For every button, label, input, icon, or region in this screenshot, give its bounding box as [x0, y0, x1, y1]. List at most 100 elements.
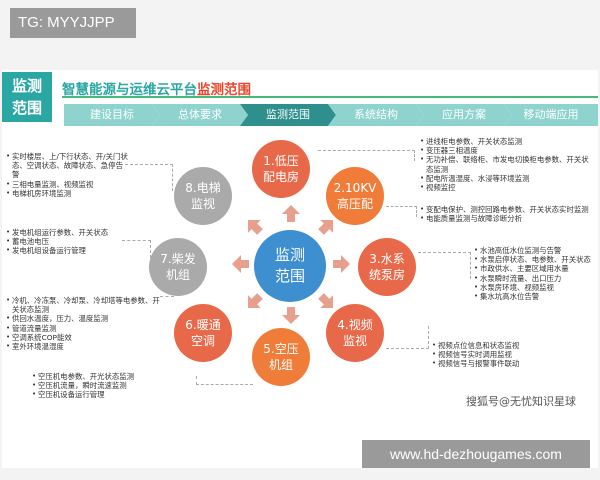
node-low-voltage: 1.低压 配电房 [252, 140, 310, 198]
list-hvac: 冷机、冷冻泵、冷却泵、冷却塔等电参数、开关状态监测供回水温度，压力、温度监测管道… [6, 296, 166, 351]
connector-hvac [160, 296, 174, 331]
list-item: 空调系统COP能效 [6, 333, 166, 342]
arrow-down-icon [282, 307, 300, 324]
arrow-up-left-icon [247, 219, 263, 235]
arrow-down-right-icon [318, 293, 334, 309]
list-water: 水池高低水位监测与告警水泵启停状态、电参数、开关状态市政供水、主要区域用水量水泵… [474, 246, 594, 301]
tab-mobile-app[interactable]: 移动端应用 [504, 104, 598, 126]
list-diesel: 发电机组运行参数、开关状态蓄电池电压发电机组设备运行管理 [6, 228, 126, 256]
section-badge: 监测 范围 [2, 72, 52, 122]
list-item: 视频点位信息和状态监视 [432, 341, 592, 350]
tab-overall-requirements[interactable]: 总体要求 [152, 104, 248, 126]
arrow-down-left-icon [247, 293, 263, 309]
node-label: 5.空压 机组 [263, 342, 299, 372]
list-item: 空压机电参数、开光状态监测 [32, 372, 202, 381]
list-item: 变压器三相温度 [420, 146, 590, 155]
list-item: 实时楼层、上/下行状态、开/关门状态、空调状态、故障状态、急停告警 [6, 152, 130, 180]
arrow-up-icon [282, 205, 300, 222]
tab-build-goal[interactable]: 建设目标 [64, 104, 160, 126]
node-elevator: 8.电梯 监视 [174, 167, 232, 225]
list-item: 无功补偿、联络柜、市发电切换柜电参数、开关状态监测 [420, 155, 590, 173]
list-item: 视频信号与报警事件联动 [432, 359, 592, 368]
list-item: 水泵瞬时流量、出口压力 [474, 274, 594, 283]
node-label: 7.柴发 机组 [160, 252, 196, 282]
list-item: 电梯机房环境监测 [6, 189, 130, 198]
list-item: 水泵房环境、视频监视 [474, 283, 594, 292]
node-label: 6.暖通 空调 [185, 318, 221, 348]
tab-label: 系统结构 [354, 108, 398, 121]
connector-low-voltage [318, 150, 415, 161]
node-air-compressor: 5.空压 机组 [252, 328, 310, 386]
list-item: 管道流量监测 [6, 324, 166, 333]
node-hvac: 6.暖通 空调 [174, 304, 232, 362]
node-label: 1.低压 配电房 [262, 154, 299, 184]
tab-label: 应用方案 [442, 108, 486, 121]
list-item: 空压机流量，瞬时流速监测 [32, 381, 202, 390]
tab-shape [504, 104, 598, 126]
list-item: 视频信号实时调用监视 [432, 350, 592, 359]
tab-monitoring-scope[interactable]: 监测范围 [240, 104, 336, 126]
list-item: 进线柜电参数、开关状态监测 [420, 137, 590, 146]
tab-shape [240, 104, 336, 126]
tab-shape [152, 104, 248, 126]
list-video: 视频点位信息和状态监视视频信号实时调用监视视频信号与报警事件联动 [432, 341, 592, 369]
footer-url: www.hd-dezhougames.com [362, 440, 590, 468]
tab-label: 监测范围 [266, 108, 310, 121]
title-highlight: 监测范围 [197, 82, 251, 98]
list-item: 变配电保护、测控回路电参数、开关状态实时监测 [420, 205, 590, 214]
node-high-voltage: 2.10KV 高压配 [326, 167, 384, 225]
list-item: 室外环境温湿度 [6, 342, 166, 351]
tab-label: 移动端应用 [523, 108, 579, 121]
center-label: 监测 范围 [274, 246, 305, 285]
tab-label: 建设目标 [90, 108, 134, 121]
list-item: 集水坑高水位告警 [474, 292, 594, 301]
title-underline [62, 96, 598, 98]
connector-diesel [122, 240, 151, 263]
list-item: 发电机组设备运行管理 [6, 246, 126, 255]
title-main: 智慧能源与运维云平台 [62, 82, 197, 98]
watermark: 搜狐号@无忧知识星球 [466, 395, 576, 408]
badge-line1: 监测 [11, 77, 42, 95]
list-low-voltage: 进线柜电参数、开关状态监测变压器三相温度无功补偿、联络柜、市发电切换柜电参数、开… [420, 137, 590, 192]
list-item: 水泵启停状态、电参数、开关状态 [474, 255, 594, 264]
node-label: 2.10KV 高压配 [333, 181, 377, 211]
node-video: 4.视频 监视 [326, 304, 384, 362]
node-label: 3.水系 统泵房 [368, 252, 405, 282]
slide-title: 智慧能源与运维云平台监测范围 [62, 78, 251, 98]
arrow-left-icon [232, 255, 249, 273]
badge-line2: 范围 [11, 99, 42, 117]
node-label: 4.视频 监视 [337, 318, 373, 348]
connector-high-voltage [386, 206, 417, 217]
tab-system-structure[interactable]: 系统结构 [328, 104, 424, 126]
connector-air-compressor [196, 376, 253, 385]
list-item: 市政供水、主要区域用水量 [474, 264, 594, 273]
list-item: 发电机组运行参数、开关状态 [6, 228, 126, 237]
list-item: 电能质量监测与故障诊断分析 [420, 214, 590, 223]
tab-shape [416, 104, 512, 126]
connector-elevator [120, 164, 173, 191]
tg-tag: TG: MYYJJPP [10, 8, 136, 38]
arrow-up-right-icon [318, 219, 334, 235]
list-air-compressor: 空压机电参数、开光状态监测空压机流量，瞬时流速监测空压机设备运行管理 [32, 372, 202, 400]
node-label: 8.电梯 监视 [185, 181, 221, 211]
list-elevator: 实时楼层、上/下行状态、开/关门状态、空调状态、故障状态、急停告警三相电量监测、… [6, 152, 130, 198]
tab-label: 总体要求 [178, 108, 222, 121]
list-item: 空压机设备运行管理 [32, 390, 202, 399]
center-monitoring-scope: 监测 范围 [254, 230, 326, 302]
list-item: 蓄电池电压 [6, 237, 126, 246]
list-item: 三相电量监测、视频监视 [6, 180, 130, 189]
arrow-right-icon [333, 255, 350, 273]
node-water-pump: 3.水系 统泵房 [358, 238, 416, 296]
tab-application-plan[interactable]: 应用方案 [416, 104, 512, 126]
connector-water [418, 252, 471, 279]
list-item: 供回水温度，压力、温度监测 [6, 314, 166, 323]
list-item: 冷机、冷冻泵、冷却泵、冷却塔等电参数、开关状态监测 [6, 296, 166, 314]
list-high-voltage: 变配电保护、测控回路电参数、开关状态实时监测电能质量监测与故障诊断分析 [420, 205, 590, 224]
list-item: 水池高低水位监测与告警 [474, 246, 594, 255]
tab-shape [64, 104, 160, 126]
node-diesel: 7.柴发 机组 [149, 238, 207, 296]
list-item: 视频监控 [420, 183, 590, 192]
tab-shape [328, 104, 424, 126]
list-item: 配电所温湿度、水浸等环境监测 [420, 174, 590, 183]
